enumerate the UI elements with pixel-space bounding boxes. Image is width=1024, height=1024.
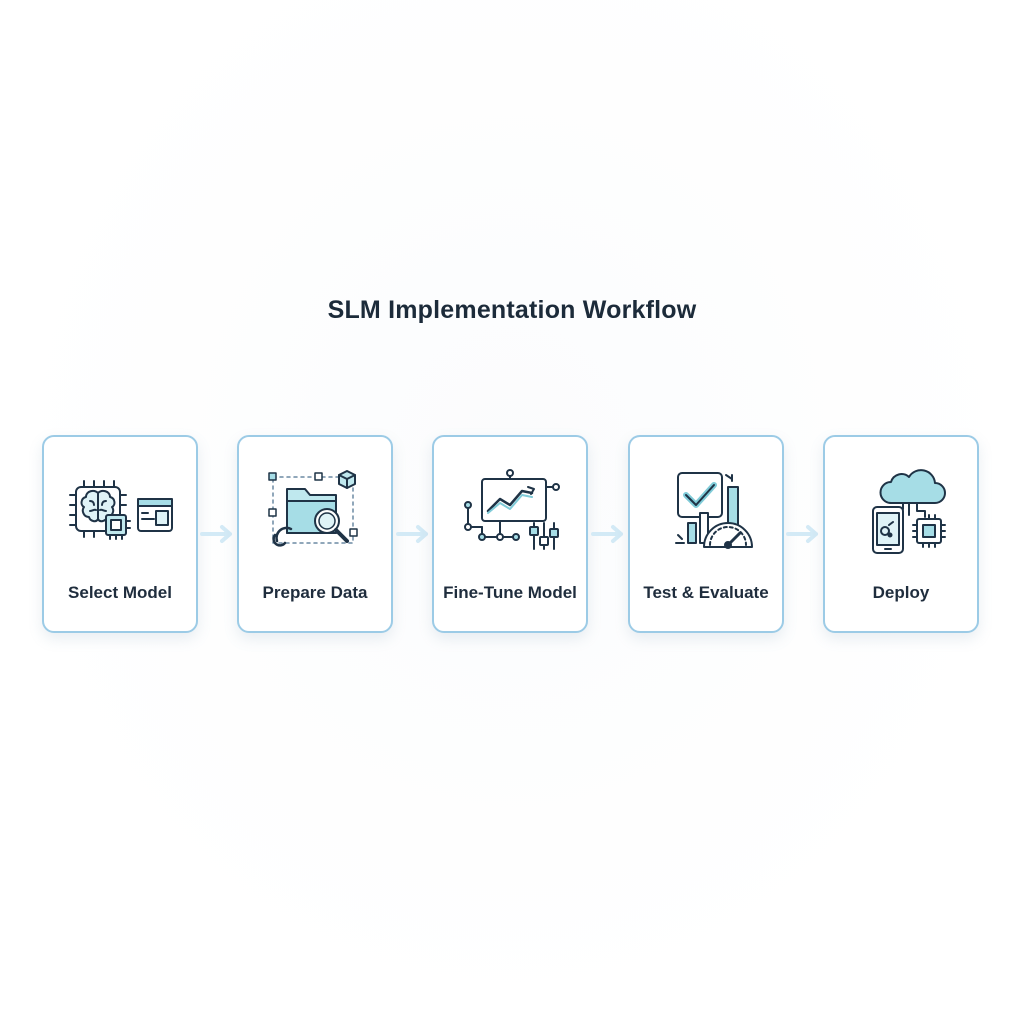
step-card-prepare-data: Prepare Data: [237, 435, 393, 633]
diagram-title: SLM Implementation Workflow: [327, 296, 697, 324]
step-card-test-evaluate: Test & Evaluate: [628, 435, 784, 633]
chart-sliders-icon: [452, 465, 568, 561]
step-card-deploy: Deploy: [823, 435, 979, 633]
arrow-right-icon: [786, 523, 822, 545]
step-label: Test & Evaluate: [643, 583, 769, 602]
checkbox-gauge-icon: [648, 465, 764, 561]
cloud-device-icon: [843, 465, 959, 561]
step-card-select-model: Select Model: [42, 435, 198, 633]
step-label: Deploy: [872, 583, 930, 602]
arrow-right-icon: [200, 523, 236, 545]
step-label: Fine-Tune Model: [443, 583, 577, 602]
step-label: Prepare Data: [262, 583, 368, 602]
arrow-right-icon: [396, 523, 432, 545]
step-label: Select Model: [68, 583, 172, 602]
arrow-right-icon: [591, 523, 627, 545]
brain-chip-icon: [62, 465, 178, 561]
folder-search-icon: [257, 465, 373, 561]
step-card-fine-tune-model: Fine-Tune Model: [432, 435, 588, 633]
